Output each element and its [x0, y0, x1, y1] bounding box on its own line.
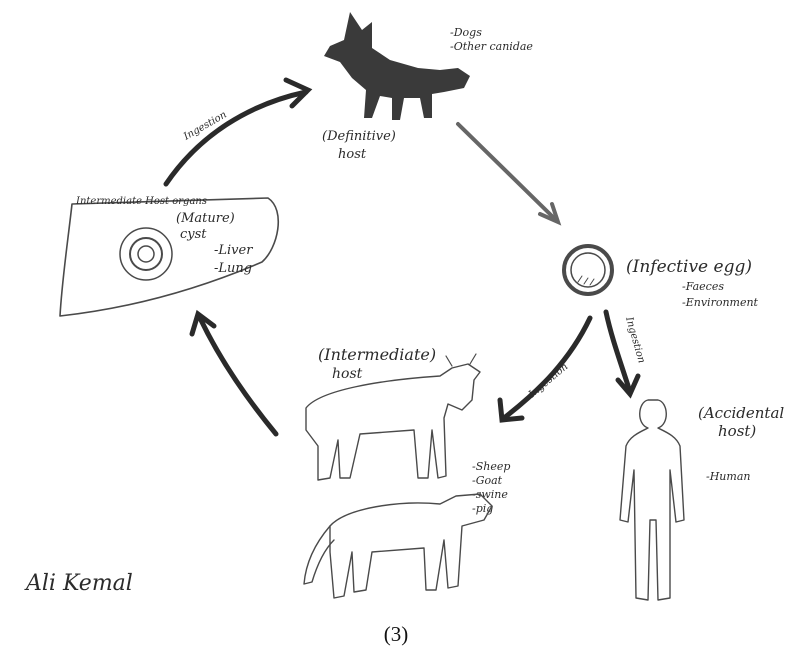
- egg-source-1: -Faeces: [682, 280, 724, 293]
- ingestion-label-bottom: Ingestion: [526, 361, 570, 401]
- infective-egg-label: (Infective egg): [626, 257, 752, 277]
- dog-example-2: -Other canidae: [450, 40, 533, 53]
- organ-item-2: -Lung: [214, 261, 252, 276]
- mature-cyst-label: (Mature): [176, 211, 235, 226]
- infective-egg-figure: [564, 246, 612, 294]
- intermediate-host-example-1: -Sheep: [472, 460, 510, 473]
- definitive-host-label: (Definitive): [322, 129, 396, 144]
- accidental-host-example: -Human: [706, 470, 750, 483]
- organ-panel-title: Intermediate Host organs: [75, 196, 207, 207]
- arrow-egg-to-intermediate: [500, 318, 590, 420]
- definitive-host-label-2: host: [338, 147, 367, 162]
- ingestion-label-human: Ingestion: [623, 315, 647, 365]
- mature-cyst-label-2: cyst: [180, 227, 207, 242]
- arrow-intermediate-to-organs: [192, 314, 276, 434]
- figure-caption: (3): [0, 622, 792, 647]
- signature: Ali Kemal: [24, 571, 133, 596]
- dog-figure: [324, 12, 470, 120]
- intermediate-host-label-2: host: [332, 366, 363, 382]
- accidental-host-label-2: host): [718, 422, 756, 440]
- sheep-figure: [304, 494, 492, 598]
- intermediate-host-example-2: -Goat: [472, 474, 503, 487]
- human-figure: [620, 400, 684, 600]
- organ-item-1: -Liver: [214, 243, 253, 258]
- dog-example-1: -Dogs: [450, 26, 482, 39]
- intermediate-host-label: (Intermediate): [318, 345, 436, 364]
- accidental-host-label: (Accidental: [698, 404, 784, 422]
- arrow-dog-to-egg: [458, 124, 558, 222]
- egg-source-2: -Environment: [682, 296, 759, 309]
